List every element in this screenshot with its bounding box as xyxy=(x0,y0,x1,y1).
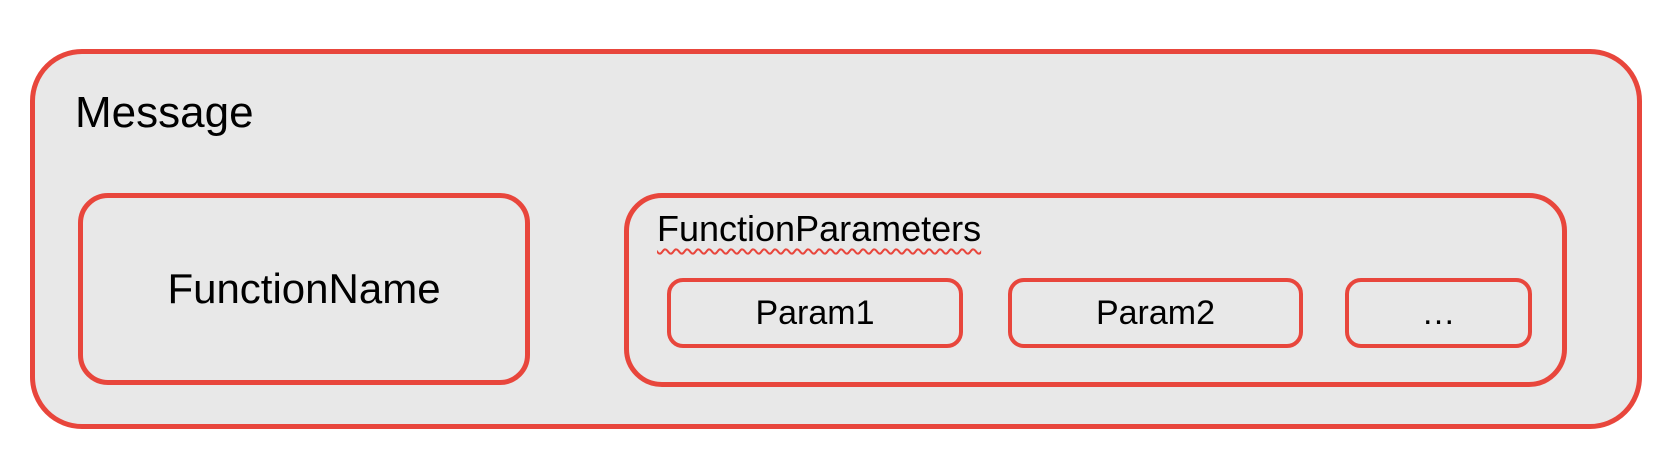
param-ellipsis-box: … xyxy=(1345,278,1532,348)
param2-label: Param2 xyxy=(1095,293,1216,332)
message-label: Message xyxy=(75,88,254,137)
message-box: Message FunctionName FunctionParameters … xyxy=(30,49,1642,429)
function-name-box: FunctionName xyxy=(78,193,530,385)
param1-label: Param1 xyxy=(755,293,875,332)
function-name-label: FunctionName xyxy=(167,265,441,312)
param1-box: Param1 xyxy=(667,278,963,348)
function-parameters-label: FunctionParameters xyxy=(657,208,982,249)
param2-box: Param2 xyxy=(1008,278,1303,348)
param-ellipsis-label: … xyxy=(1421,293,1456,332)
function-parameters-box: FunctionParameters Param1 Param2 … xyxy=(624,193,1567,387)
